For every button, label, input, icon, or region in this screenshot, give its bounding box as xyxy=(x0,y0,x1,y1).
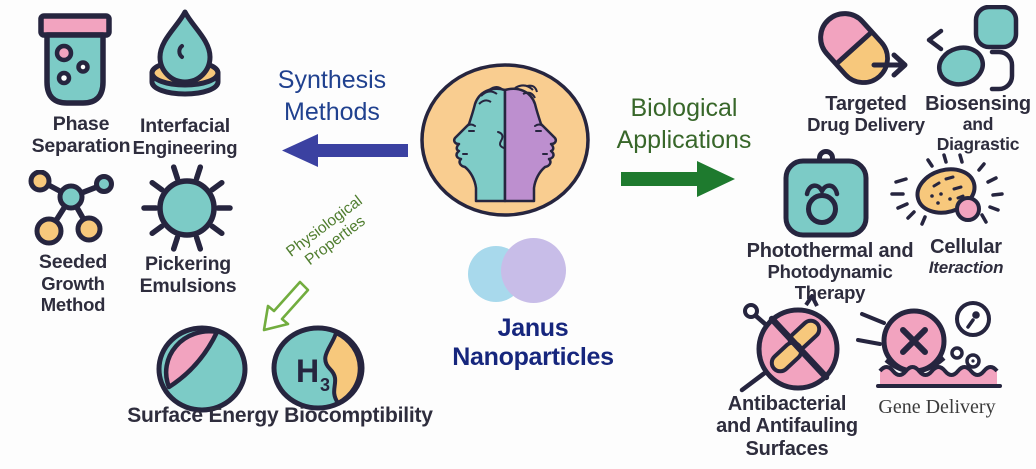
targeted-drug-delivery-label: Targeted Drug Delivery xyxy=(807,93,925,136)
right-face xyxy=(503,87,558,203)
photothermal-device-icon xyxy=(783,149,869,238)
cellular-interaction-cell-icon xyxy=(890,153,1004,226)
h-subscript: 3 xyxy=(320,375,330,395)
interfacial-engineering-label: Interfacial Engineering xyxy=(132,115,238,158)
h-letter: H xyxy=(296,353,319,389)
beaker-icon xyxy=(38,13,112,106)
lavender-nanoparticle-circle xyxy=(501,238,566,303)
gene-delivery-icon xyxy=(856,301,1002,388)
biosensing-shapes-icon xyxy=(926,5,1019,92)
physiological-properties-label: Physiological Properties xyxy=(283,192,369,269)
biological-applications-label: Biological Applications xyxy=(616,94,752,154)
biosensing-diagnostic-label: Biosensing and Diagrastic xyxy=(925,93,1031,154)
gene-delivery-label: Gene Delivery xyxy=(878,396,996,418)
interfacial-droplet-dish-icon xyxy=(149,9,221,97)
diagram-title: Janus Nanoparticles xyxy=(452,314,614,371)
seeded-growth-label: Seeded Growth Method xyxy=(38,251,108,315)
left-face xyxy=(452,87,507,203)
antibacterial-no-bacteria-icon xyxy=(739,294,840,393)
antibacterial-antifouling-label: Antibacterial and Antifauling Surfaces xyxy=(716,393,858,460)
surface-energy-particle-icon xyxy=(156,325,248,413)
seeded-growth-molecule-icon xyxy=(28,170,114,246)
biocompatibility-h3-particle-icon: H 3 xyxy=(271,325,365,411)
synthesis-arrow-left-icon xyxy=(282,134,408,167)
pickering-emulsions-label: Pickering Emulsions xyxy=(139,253,237,297)
surface-energy-biocompatibility-label: Surface Energy Biocomptibility xyxy=(127,404,433,427)
physiological-arrow-downleft-icon xyxy=(262,280,310,332)
janus-two-faces-medallion-icon xyxy=(420,63,590,217)
targeted-drug-pill-icon xyxy=(818,11,908,85)
phase-separation-label: Phase Separation xyxy=(31,113,131,157)
biological-arrow-right-icon xyxy=(621,161,735,197)
synthesis-methods-label: Synthesis Methods xyxy=(277,66,387,126)
pickering-emulsion-icon xyxy=(141,164,233,252)
cellular-interaction-label: Cellular Iteraction xyxy=(928,236,1004,278)
